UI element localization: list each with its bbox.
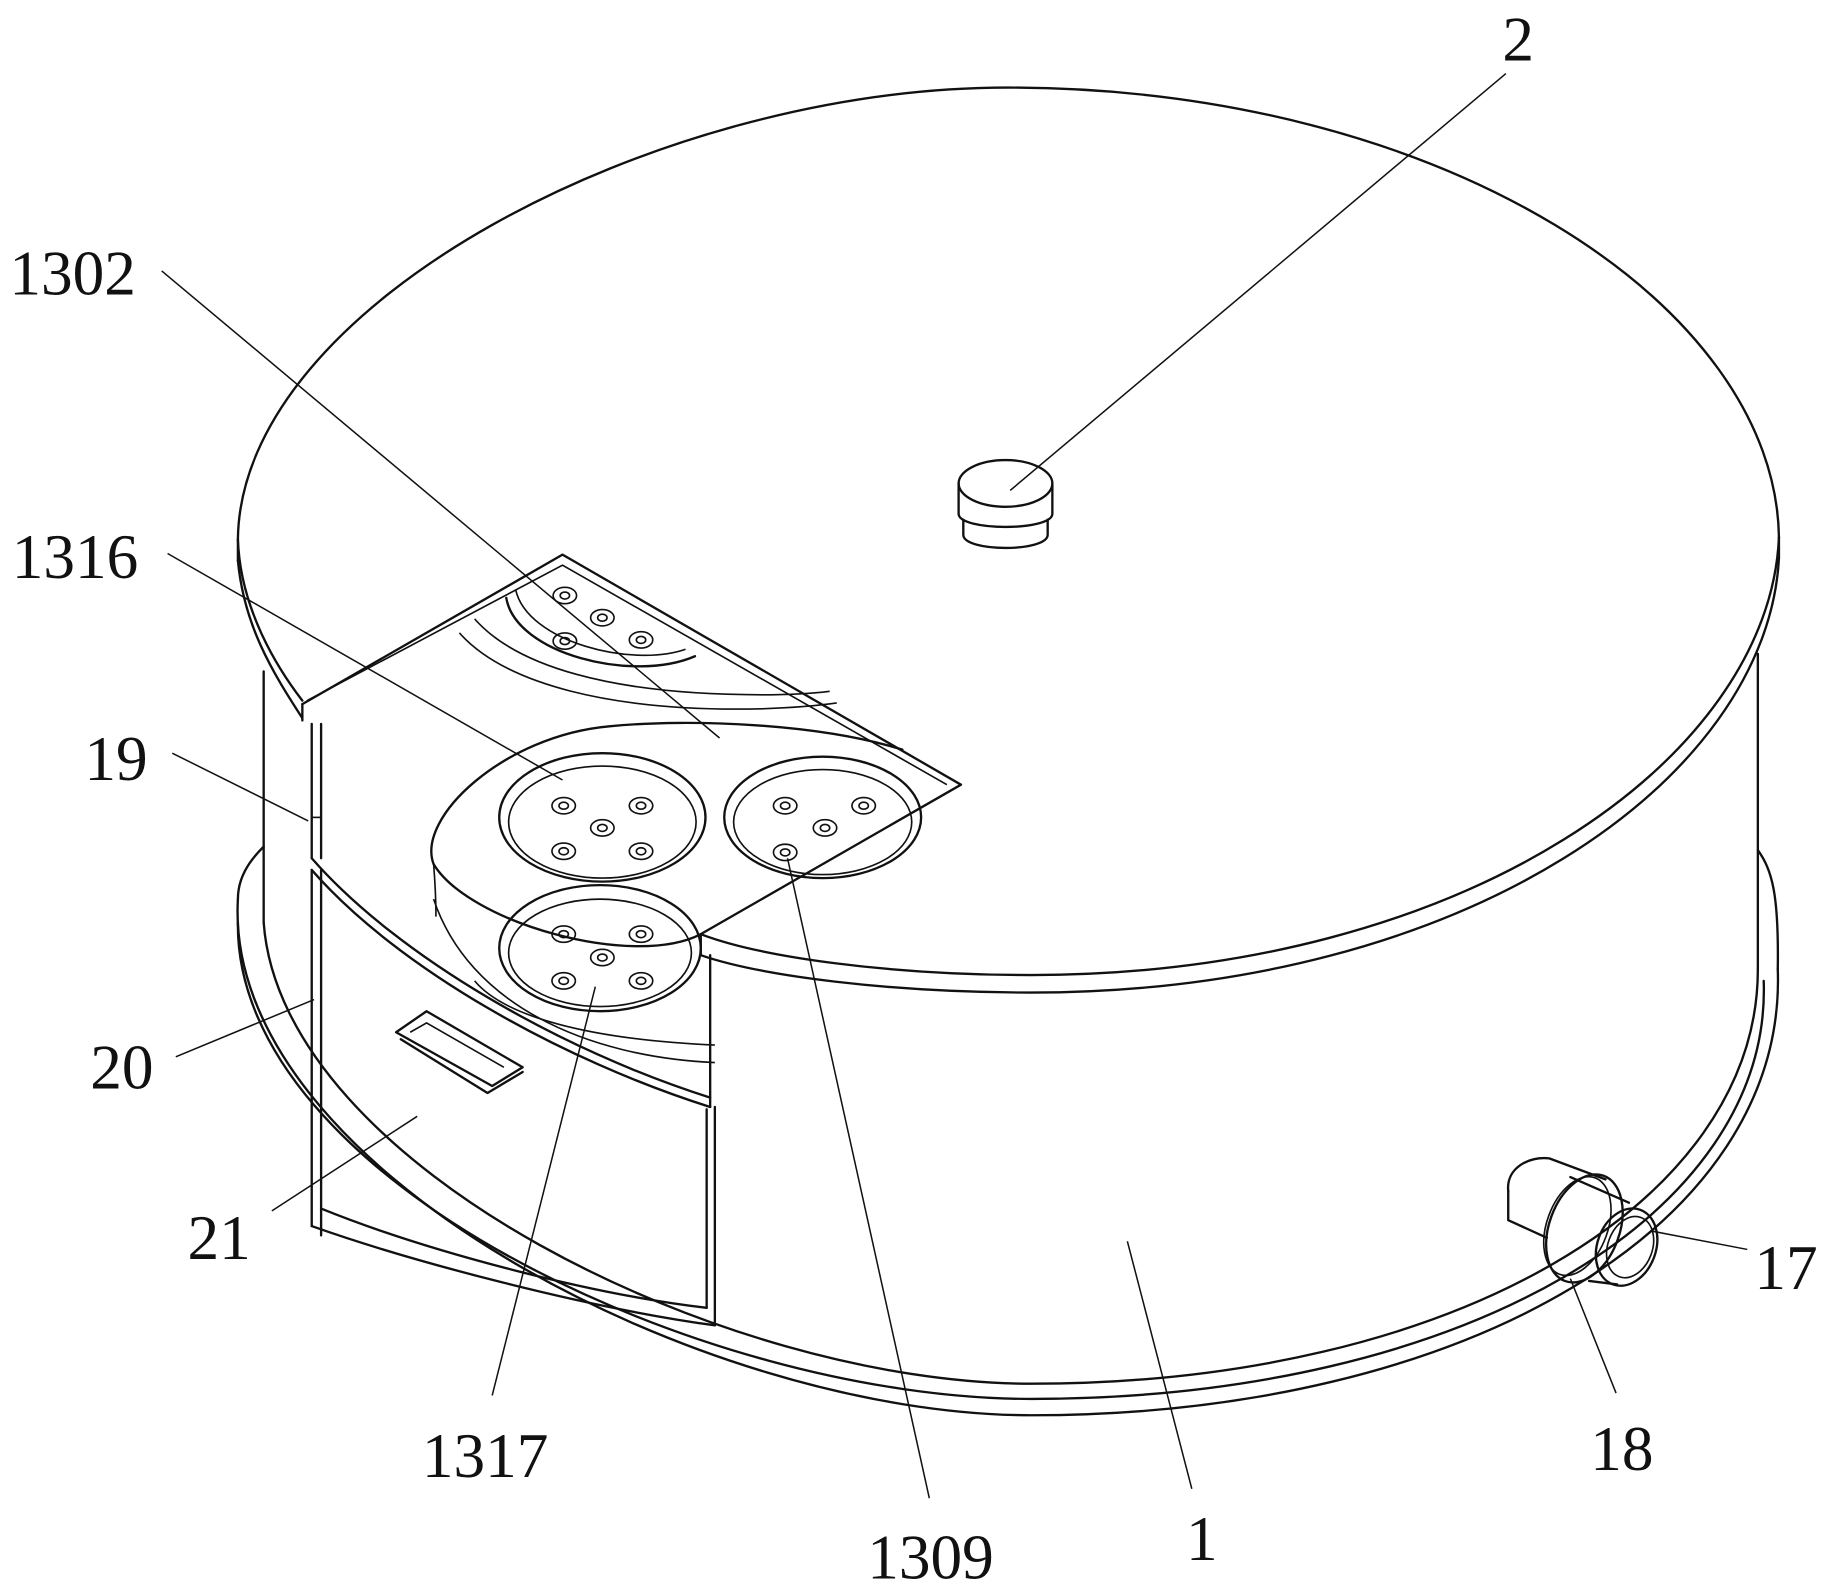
tray-right [724, 757, 921, 878]
label-1302: 1302 [9, 238, 136, 308]
reference-labels: 2 1302 1316 19 20 21 1317 1309 1 18 17 [9, 5, 1817, 1593]
label-17: 17 [1754, 1233, 1817, 1303]
lid-knob [959, 460, 1053, 548]
label-1309: 1309 [867, 1523, 994, 1593]
label-18: 18 [1590, 1414, 1653, 1484]
label-19: 19 [84, 724, 147, 794]
leader-lines [162, 74, 1748, 1499]
outlet-pipe [1508, 1158, 1668, 1294]
top-lid [238, 88, 1779, 993]
label-20: 20 [90, 1032, 153, 1102]
tray-front [499, 885, 701, 1011]
label-1: 1 [1186, 1504, 1218, 1574]
label-1316: 1316 [12, 522, 139, 592]
label-1317: 1317 [422, 1421, 549, 1491]
label-21: 21 [188, 1203, 251, 1273]
tray-holes [552, 587, 875, 989]
tray-left [499, 753, 705, 881]
label-2: 2 [1502, 5, 1534, 75]
